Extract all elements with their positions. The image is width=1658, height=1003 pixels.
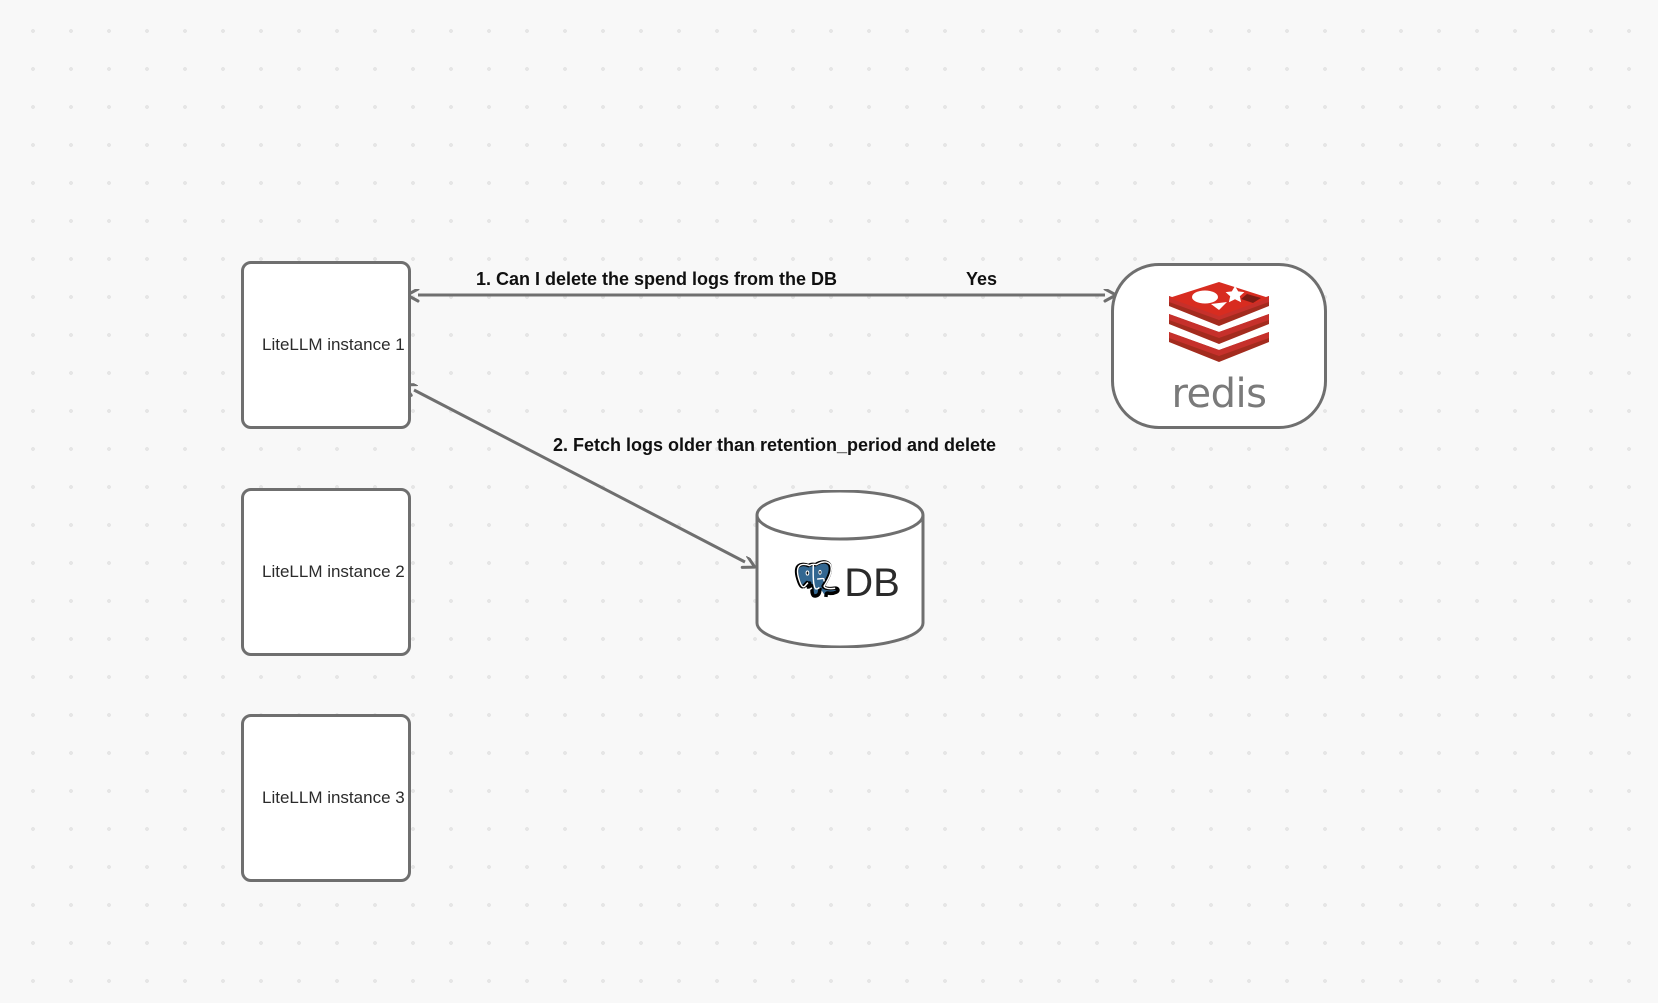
edge-label-delete-spend-logs: 1. Can I delete the spend logs from the … <box>476 269 838 289</box>
database-content: DB <box>754 490 926 648</box>
node-database[interactable]: DB <box>754 490 926 648</box>
node-redis[interactable]: redis <box>1111 263 1327 429</box>
redis-wordmark: redis <box>1171 371 1267 417</box>
database-label: DB <box>844 560 900 605</box>
edge-label-fetch-logs: 2. Fetch logs older than retention_perio… <box>553 435 997 455</box>
redis-logo-group: redis <box>1165 280 1273 414</box>
redis-logo-icon <box>1169 282 1269 362</box>
node-litellm-instance-1-label: LiteLLM instance 1 <box>262 335 405 354</box>
database-cylinder-icon <box>755 490 925 648</box>
edge-label-yes: Yes <box>966 269 998 289</box>
node-litellm-instance-1[interactable]: LiteLLM instance 1 <box>241 261 411 429</box>
node-litellm-instance-3-label: LiteLLM instance 3 <box>262 788 405 807</box>
edge-litellm1-db <box>414 390 745 562</box>
node-litellm-instance-2[interactable]: LiteLLM instance 2 <box>241 488 411 656</box>
node-litellm-instance-2-label: LiteLLM instance 2 <box>262 562 405 581</box>
node-litellm-instance-3[interactable]: LiteLLM instance 3 <box>241 714 411 882</box>
postgresql-elephant-icon <box>795 560 840 598</box>
